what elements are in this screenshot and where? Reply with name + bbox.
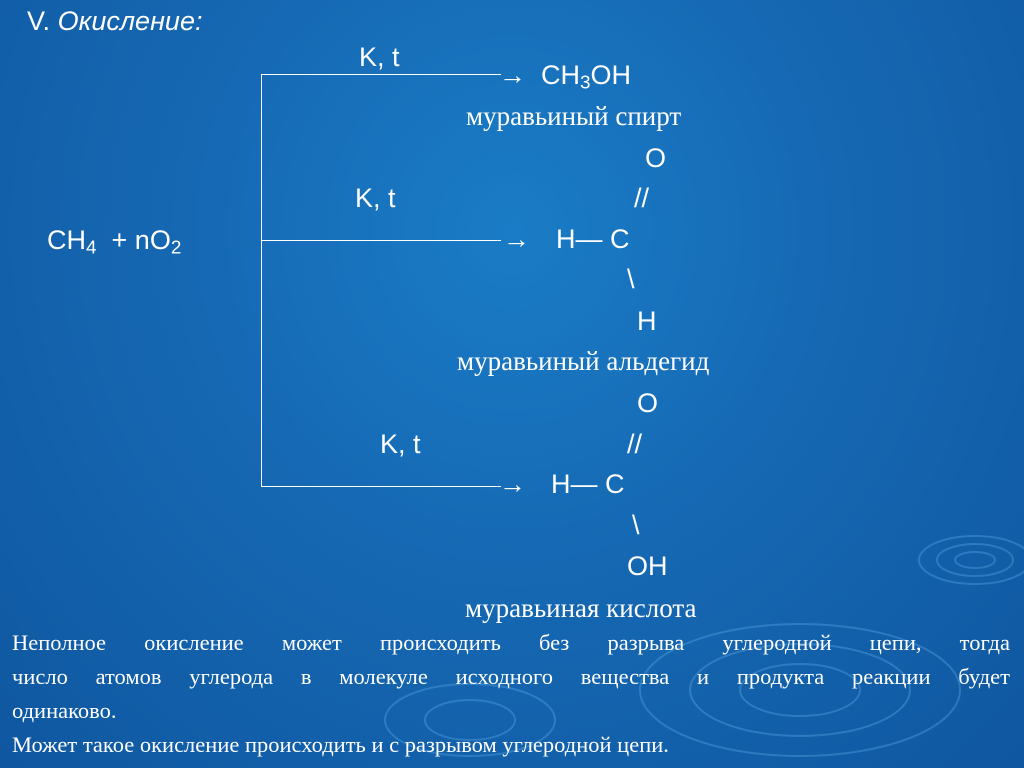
acid-oxygen: O (637, 388, 659, 418)
branch-line-1 (261, 74, 501, 75)
arrow-2: → (503, 224, 530, 254)
arrow-1: → (499, 60, 526, 90)
title-number: V. (27, 6, 51, 36)
product-name-2: муравьиный альдегид (457, 346, 710, 376)
acid-chain: H— C (551, 469, 625, 499)
note-line-1: Неполное окисление может происходить без… (12, 630, 1010, 655)
branch-line-2 (261, 240, 501, 241)
formaldehyde-double-bond: // (634, 183, 650, 213)
acid-double-bond: // (627, 429, 643, 459)
formaldehyde-single-bond: \ (627, 264, 635, 294)
condition-3: K, t (380, 429, 421, 459)
branch-line-3 (261, 486, 501, 487)
acid-hydroxyl: OH (627, 551, 668, 581)
note-paragraph-2: Может такое окисление происходить и с ра… (12, 732, 669, 757)
condition-1: K, t (359, 42, 400, 72)
note-line-3: одинаково. (12, 698, 117, 723)
reactant-methane: CH4 (47, 225, 97, 259)
reactant-oxygen: + nO2 (111, 225, 182, 259)
formaldehyde-oxygen: O (645, 143, 667, 173)
branch-vertical-line (261, 74, 262, 486)
product-methanol: CH3OH (541, 60, 632, 94)
arrow-3: → (499, 469, 526, 499)
acid-single-bond: \ (632, 510, 640, 540)
slide-title: V. Окисление: (27, 8, 202, 35)
note-line-2: число атомов углерода в молекуле исходно… (12, 664, 1010, 689)
formaldehyde-chain: H— C (556, 224, 630, 254)
title-text: Окисление: (57, 6, 203, 36)
product-name-3: муравьиная кислота (465, 593, 697, 623)
product-name-1: муравьиный спирт (466, 101, 682, 131)
reactants: CH4 + nO2 (47, 225, 182, 259)
formaldehyde-hydrogen: H (637, 306, 657, 336)
condition-2: K, t (355, 183, 396, 213)
